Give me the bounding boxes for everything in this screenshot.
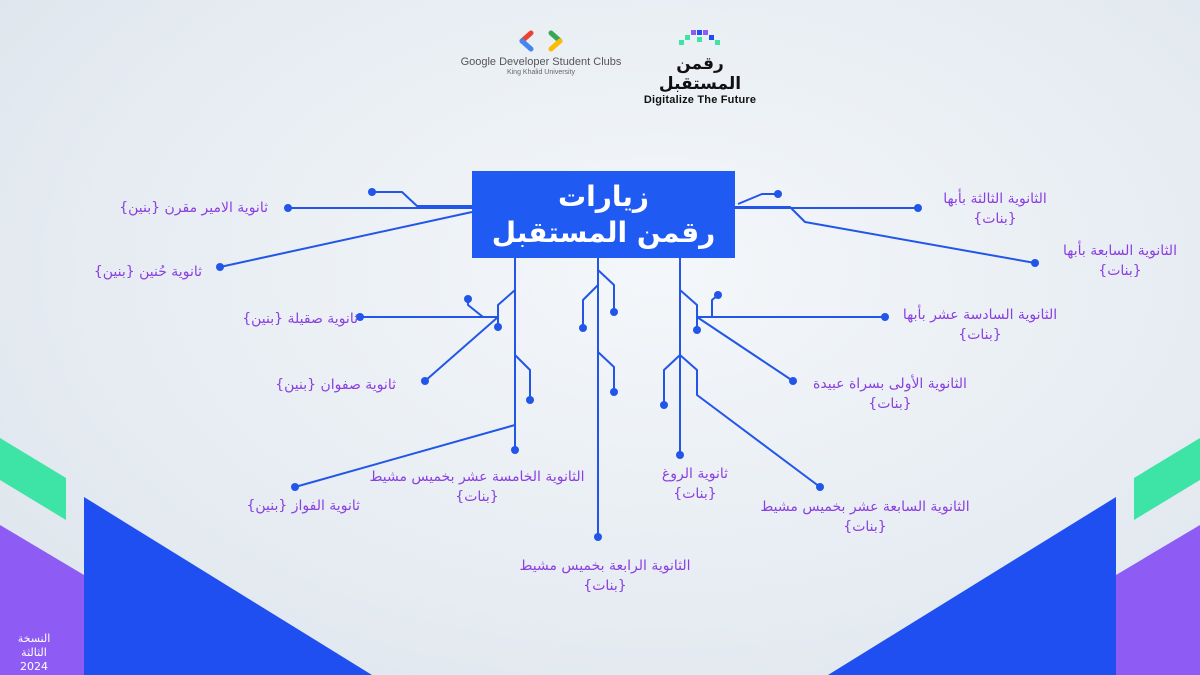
gdsc-name: Google Developer Student Clubs <box>460 56 622 68</box>
connector-stub-center-c <box>597 351 615 392</box>
right-purple-band <box>1116 525 1200 675</box>
connector-stub-right-b <box>663 354 681 405</box>
node-dot-3rd-abha <box>914 204 922 212</box>
connector-stub-center-b <box>582 284 599 328</box>
connector-stub-left-upper <box>372 191 472 207</box>
connector-stub-left-c <box>514 354 531 400</box>
connector-safwan <box>424 316 499 382</box>
node-16th-abha: الثانوية السادسة عشر بأبها{بنات} <box>902 307 1058 343</box>
node-dot-alfawaz <box>291 483 299 491</box>
node-7th-abha: الثانوية السابعة بأبها{بنات} <box>1063 243 1177 279</box>
right-green-band <box>1134 438 1200 520</box>
node-alrawgh: ثانوية الروغ{بنات} <box>661 466 729 502</box>
rq-pixel-icon <box>679 30 720 45</box>
stub-dot-center-c <box>610 388 618 396</box>
node-dot-7th-abha <box>1031 259 1039 267</box>
stub-dot-left-a <box>464 295 472 303</box>
stub-dot-center-a <box>610 308 618 316</box>
node-dot-4th-khamis <box>594 533 602 541</box>
node-dot-16th-abha <box>881 313 889 321</box>
rq-logo: رقمن المستقبل Digitalize The Future <box>640 28 760 106</box>
stub-dot-right-a <box>714 291 722 299</box>
connector-7th-abha <box>735 206 1036 264</box>
left-purple-band <box>0 525 84 675</box>
node-17th-khamis: الثانوية السابعة عشر بخميس مشيط{بنات} <box>760 499 970 535</box>
connector-stub-right-a <box>697 294 719 318</box>
central-title-line2: رقمن المستقبل <box>491 215 716 249</box>
stub-dot-left-c <box>526 396 534 404</box>
node-dot-safwan <box>421 377 429 385</box>
node-saqeela: ثانوية صقيلة {بنين} <box>242 311 358 327</box>
node-safwan: ثانوية صفوان {بنين} <box>275 377 396 393</box>
connector-16th-abha <box>679 258 885 318</box>
connector-stub-left-a <box>467 299 498 318</box>
connector-hunain <box>219 211 473 268</box>
rq-english-name: Digitalize The Future <box>643 94 757 106</box>
stub-dot-center-b <box>579 324 587 332</box>
connector-saqeela <box>360 258 516 318</box>
connector-17th-khamis <box>679 290 821 488</box>
node-1st-sarat-abidah: الثانوية الأولى بسراة عبيدة{بنات} <box>813 376 967 412</box>
stub-dot-right-upper <box>774 190 782 198</box>
left-blue-triangle <box>84 497 372 675</box>
connector-stub-right-upper <box>737 193 778 205</box>
edition-label: النسخة الثالثة 2024 <box>17 632 51 673</box>
node-hunain: ثانوية حُنين {بنين} <box>93 264 202 280</box>
stub-dot-right-c <box>693 326 701 334</box>
connector-1st-sarat <box>696 316 794 382</box>
right-blue-triangle <box>828 497 1116 675</box>
node-3rd-abha: الثانوية الثالثة بأبها{بنات} <box>943 191 1047 227</box>
gdsc-brackets-icon <box>519 30 563 52</box>
gdsc-logo: Google Developer Student Clubs King Khal… <box>456 30 626 76</box>
left-green-band <box>0 438 66 520</box>
node-dot-alrawgh <box>676 451 684 459</box>
stub-dot-left-upper <box>368 188 376 196</box>
connector-stub-center-a <box>597 269 615 312</box>
node-alfawaz: ثانوية الفواز {بنين} <box>246 498 360 514</box>
stub-dot-left-b <box>494 323 502 331</box>
central-title-box: زيارات رقمن المستقبل <box>472 171 735 258</box>
central-title-line1: زيارات <box>558 179 649 213</box>
rq-arabic-name: رقمن المستقبل <box>658 54 742 94</box>
node-dot-1st-sarat <box>789 377 797 385</box>
node-prince-muqrin: ثانوية الامير مقرن {بنين} <box>119 200 268 216</box>
node-dot-prince-muqrin <box>284 204 292 212</box>
node-4th-khamis: الثانوية الرابعة بخميس مشيط{بنات} <box>519 558 691 594</box>
gdsc-university: King Khalid University <box>506 69 576 76</box>
node-15th-khamis: الثانوية الخامسة عشر بخميس مشيط{بنات} <box>369 469 585 505</box>
stub-dot-right-b <box>660 401 668 409</box>
node-dot-17th-khamis <box>816 483 824 491</box>
node-dot-saqeela <box>356 313 364 321</box>
node-dot-15th-khamis <box>511 446 519 454</box>
node-dot-hunain <box>216 263 224 271</box>
